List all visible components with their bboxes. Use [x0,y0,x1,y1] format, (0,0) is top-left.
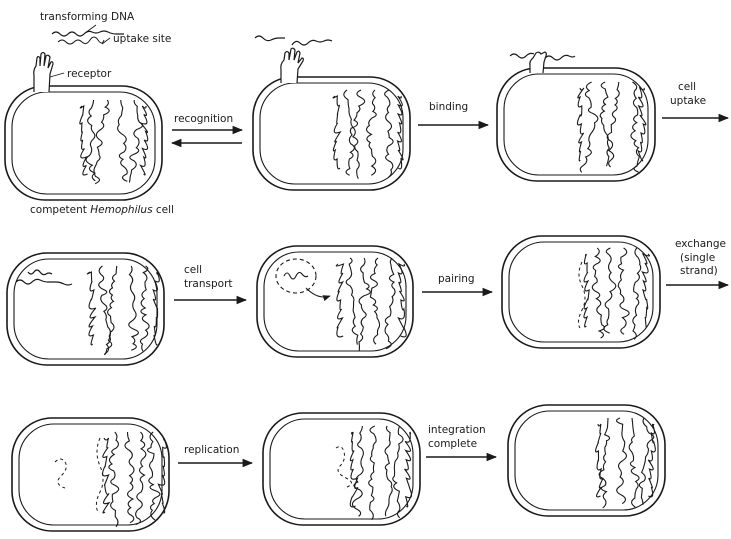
chromosome-loop [592,248,604,338]
chromosome-loop [369,426,376,520]
label-replication: replication [184,444,239,456]
transforming-dna-strand-2 [255,36,332,45]
label-cell-transport-line2: transport [184,278,233,290]
chromosome-5 [336,258,406,351]
label-integration-line1: integration [428,424,486,436]
dna-in-vesicle [284,272,308,279]
cell-8-replication [263,413,420,525]
chromosome-loop [136,432,146,525]
chromosome-loop [370,258,379,344]
caption-prefix: competent [30,204,90,216]
chromosome-loop [385,90,393,177]
chromosome-loop [140,266,149,351]
chromosome-loop [393,426,403,518]
caption-competent-cell: competent Hemophilus cell [30,204,174,216]
label-binding: binding [429,101,468,113]
chromosome-loop [580,82,598,172]
label-integration-line2: complete [428,438,477,450]
chromosome-loop [633,248,641,339]
replicated-fragment-dashed [336,447,352,488]
chromosome-loop [385,258,395,349]
chromosome-9 [596,418,656,508]
chromosome-outline [350,432,411,507]
chromosome-loop [129,100,142,183]
label-exchange-line2: (single [680,252,715,264]
chromosome-loop [600,82,609,166]
chromosome-loop [385,426,392,516]
dna-entering-cell-4 [16,270,72,285]
chromosome-7 [103,432,167,527]
chromosome-loop [352,426,363,516]
label-transforming-dna: transforming DNA [40,11,135,23]
pointer-receptor [50,73,64,77]
cell-7-exchange [12,418,169,531]
chromosome-outline [336,264,406,337]
degraded-fragment-dashed [55,459,66,488]
uptake-site-mark [58,37,104,44]
chromosome-loop [346,258,358,345]
chromosome-loop [118,100,128,181]
cell-6-pairing [502,236,660,348]
receptor-hand-3 [530,52,547,73]
chromosome-loop [359,258,370,351]
chromosome-loop [125,432,134,523]
chromosome-loop [109,432,119,527]
caption-species: Hemophilus [90,204,153,216]
chromosome-loop [129,266,139,350]
label-recognition: recognition [174,113,233,125]
chromosome-loop [604,248,616,333]
displaced-strand-dashed [96,438,103,512]
cell-9-integration-complete [508,405,665,516]
chromosome-8 [350,426,411,520]
label-exchange-line1: exchange [675,238,726,250]
chromosome-loop [629,418,639,507]
chromosome-loop [607,82,619,167]
chromosome-1 [80,100,148,184]
label-cell-uptake-line1: cell [678,81,696,93]
caption-suffix: cell [153,204,174,216]
cell-3-binding [497,68,655,181]
chromosome-loop [599,418,609,508]
label-receptor: receptor [67,68,112,80]
chromosome-loop [618,248,629,334]
chromosome-loop [639,418,653,505]
chromosome-4 [87,266,159,355]
chromosome-6 [584,248,649,339]
chromosome-tangles [80,82,655,527]
label-uptake-site: uptake site [113,33,171,45]
label-cell-uptake-line2: uptake [670,95,706,107]
transport-path [306,288,330,297]
cell-2-recognition [253,77,410,190]
chromosome-loop [105,266,117,355]
cell-5-transport [257,246,413,357]
chromosome-loop [94,100,109,184]
label-pairing: pairing [438,273,475,285]
chromosome-loop [616,418,626,504]
chromosome-2 [333,90,403,179]
chromosome-loop [367,90,377,175]
cell-4-uptake [7,253,164,365]
chromosome-3 [577,82,645,172]
label-exchange-line3: strand) [680,265,718,277]
label-cell-transport-line1: cell [184,264,202,276]
chromosome-loop [631,82,639,172]
chromosome-outline [87,272,159,345]
